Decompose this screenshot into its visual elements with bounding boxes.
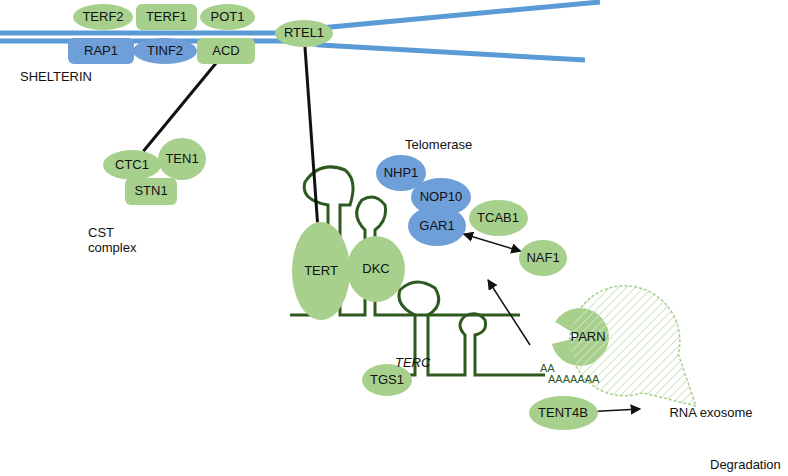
connector [143,63,216,151]
protein-node: RAP1 [68,38,134,64]
protein-node: TCAB1 [469,200,528,236]
node-label: TERF2 [82,10,123,24]
text-label: SHELTERIN [20,70,92,85]
node-outline [133,38,197,64]
protein-node: STN1 [125,178,177,205]
node-label: TEN1 [165,152,198,166]
node-outline [158,138,206,180]
node-outline [73,4,133,30]
protein-node: TERF1 [136,4,197,30]
node-outline [197,38,255,64]
node-outline [292,222,350,320]
protein-node: CTC1 [103,150,161,180]
node-outline [136,4,197,30]
text-label: Degradation [710,458,781,473]
protein-node: POT1 [200,4,255,30]
protein-node: DKC [347,236,405,302]
node-label: TGS1 [370,373,404,387]
node-label: ACD [212,44,239,58]
node-label: POT1 [211,10,245,24]
node-label: RAP1 [84,44,118,58]
node-label: TCAB1 [477,211,519,225]
node-label: TERF1 [146,10,187,24]
node-label: STN1 [134,184,167,198]
node-label: NAF1 [526,251,559,265]
protein-node: RTEL1 [275,20,333,47]
connector [597,409,640,411]
text-label: AA [540,362,555,375]
text-label: Telomerase [405,138,472,153]
node-label: TERT [304,264,338,278]
node-outline [469,200,528,236]
node-label: TENT4B [538,406,588,420]
node-label: CTC1 [115,158,149,172]
node-outline [103,150,161,180]
node-label: PARN [570,330,605,344]
protein-node: GAR1 [408,206,466,246]
node-label: RTEL1 [284,26,324,40]
protein-node: TERT [292,222,350,320]
node-outline [519,240,567,276]
protein-node: TERF2 [73,4,133,30]
text-label: AAAAAAA [548,373,599,386]
node-label: RNA exosome [669,406,752,420]
maturation-arrow [488,280,530,345]
connector [464,234,521,251]
text-label: CST complex [88,226,148,256]
node-outline [125,178,177,205]
node-label: NHP1 [384,166,419,180]
connector [305,47,318,222]
node-outline [68,38,134,64]
protein-node: RNA exosome [640,350,752,462]
node-outline [275,20,333,47]
protein-node: TINF2 [133,38,197,64]
node-label: DKC [362,262,389,276]
protein-node: ACD [197,38,255,64]
protein-node: NAF1 [519,240,567,276]
protein-node: TEN1 [158,138,206,180]
node-label: GAR1 [419,219,454,233]
node-label: TINF2 [147,44,183,58]
text-label: TERC [395,356,430,371]
node-outline [529,396,598,430]
node-outline [200,4,255,30]
node-label: NOP10 [420,190,463,204]
node-outline [570,286,696,406]
dna-strand [0,2,600,60]
node-outline [347,236,405,302]
protein-node: TENT4B [529,396,598,430]
node-outline [408,206,466,246]
